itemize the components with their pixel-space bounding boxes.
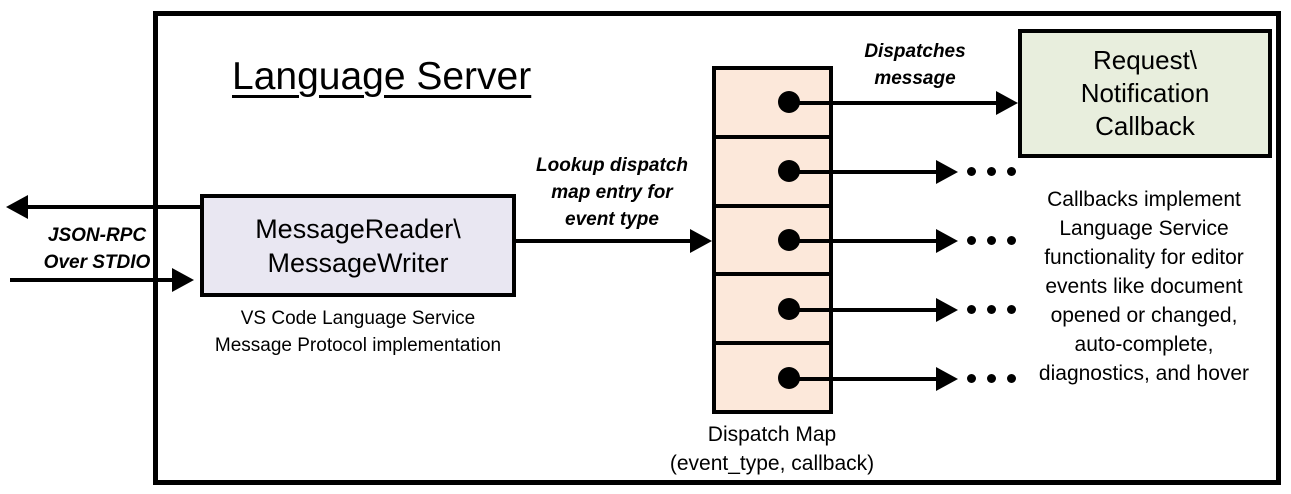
dispatch-arrow-1-line <box>781 101 996 105</box>
callback-caption-line1: Callbacks implement <box>1047 188 1241 211</box>
lookup-label-line1: Lookup dispatch <box>536 155 688 176</box>
dispatch-ellipsis-4-icon <box>967 305 1016 314</box>
dispatch-caption-line1: Dispatch Map <box>707 423 837 446</box>
dispatch-arrow-2-line <box>781 170 936 174</box>
dispatch-ellipsis-5-icon <box>967 374 1016 383</box>
mrw-caption-line1: VS Code Language Service <box>240 308 476 329</box>
callback-box-line1: Request\ <box>1092 45 1198 75</box>
callback-caption-line3: functionality for editor <box>1044 246 1244 269</box>
dispatch-arrow-3-head <box>936 229 958 253</box>
dispatch-arrow-1-head <box>996 91 1018 115</box>
lookup-arrow-label: Lookup dispatch map entry for event type <box>521 152 703 233</box>
transport-label-line2: Over STDIO <box>43 252 151 273</box>
transport-out-line <box>28 205 206 209</box>
transport-out-arrowhead <box>6 195 28 219</box>
dispatch-arrow-5-line <box>781 377 936 381</box>
transport-in-line <box>10 278 172 282</box>
dispatch-ellipsis-2-icon <box>967 167 1016 176</box>
dispatch-msg-line2: message <box>874 68 956 89</box>
dispatch-map-caption: Dispatch Map (event_type, callback) <box>640 420 904 478</box>
callback-box-line2: Notification <box>1080 78 1210 108</box>
lookup-arrow-line <box>516 239 690 243</box>
transport-label: JSON-RPC Over STDIO <box>22 222 172 276</box>
dispatch-ellipsis-3-icon <box>967 236 1016 245</box>
page-title: Language Server <box>232 55 532 98</box>
message-reader-writer-box[interactable]: MessageReader\ MessageWriter <box>200 194 516 297</box>
language-server-boundary <box>153 11 1281 485</box>
callback-box-line3: Callback <box>1095 111 1195 141</box>
dispatch-arrow-3-line <box>781 239 936 243</box>
message-writer-label: MessageWriter <box>267 247 449 278</box>
message-reader-writer-caption: VS Code Language Service Message Protoco… <box>200 305 516 359</box>
dispatch-arrow-2-head <box>936 160 958 184</box>
callback-caption-line2: Language Service <box>1059 217 1229 240</box>
message-reader-label: MessageReader\ <box>255 213 461 244</box>
transport-in-arrowhead <box>172 268 194 292</box>
callback-caption-line4: events like document <box>1045 275 1243 298</box>
callback-description: Callbacks implement Language Service fun… <box>1008 185 1280 388</box>
mrw-caption-line2: Message Protocol implementation <box>214 335 502 356</box>
dispatch-arrow-4-head <box>936 298 958 322</box>
dispatch-arrow-4-line <box>781 308 936 312</box>
transport-label-line1: JSON-RPC <box>47 225 147 246</box>
dispatch-caption-line2: (event_type, callback) <box>669 452 875 475</box>
dispatch-arrow-5-head <box>936 367 958 391</box>
request-notification-callback-box[interactable]: Request\ Notification Callback <box>1018 29 1272 158</box>
lookup-label-line3: event type <box>565 209 659 230</box>
dispatch-arrow-label: Dispatches message <box>840 38 990 92</box>
lookup-arrow-head <box>690 229 712 253</box>
callback-caption-line5: opened or changed, <box>1050 304 1238 327</box>
dispatch-msg-line1: Dispatches <box>864 41 966 62</box>
callback-caption-line7: diagnostics, and hover <box>1038 362 1250 385</box>
lookup-label-line2: map entry for <box>551 182 673 203</box>
callback-caption-line6: auto-complete, <box>1074 333 1214 356</box>
